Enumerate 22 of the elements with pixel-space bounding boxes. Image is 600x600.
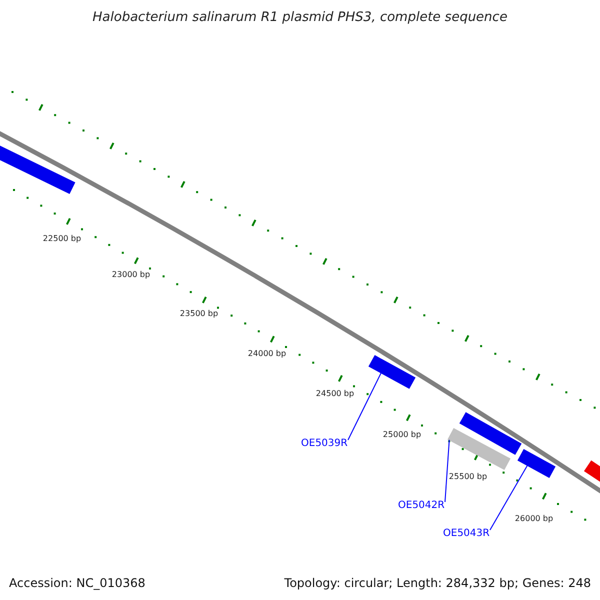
tick-label: 24500 bp	[316, 389, 354, 398]
leader-line	[348, 372, 382, 440]
tick-label: 22500 bp	[42, 234, 82, 243]
gene-label: OE5039R	[301, 438, 348, 449]
gene-bar	[517, 449, 556, 478]
tick-label: 25500 bp	[448, 472, 488, 481]
tick-label: 25000 bp	[382, 430, 422, 439]
gene-label: OE5043R	[443, 528, 490, 539]
leader-line	[490, 464, 528, 530]
gene-bar	[368, 355, 416, 389]
gene-bar	[447, 428, 511, 470]
tick-label: 26000 bp	[514, 514, 554, 523]
summary-text: Topology: circular; Length: 284,332 bp; Genes: 248	[284, 576, 591, 590]
gene-label: OE5042R	[398, 500, 445, 511]
gene-bar	[584, 460, 600, 484]
title: Halobacterium salinarum R1 plasmid PHS3, complete sequence	[92, 10, 508, 25]
tick-label: 23500 bp	[180, 309, 218, 318]
leader-line	[444, 439, 450, 502]
accession-text: Accession: NC_010368	[9, 576, 146, 590]
tick-label: 24000 bp	[248, 349, 286, 358]
tick-label: 23000 bp	[112, 270, 150, 279]
gene-bar	[459, 412, 522, 455]
